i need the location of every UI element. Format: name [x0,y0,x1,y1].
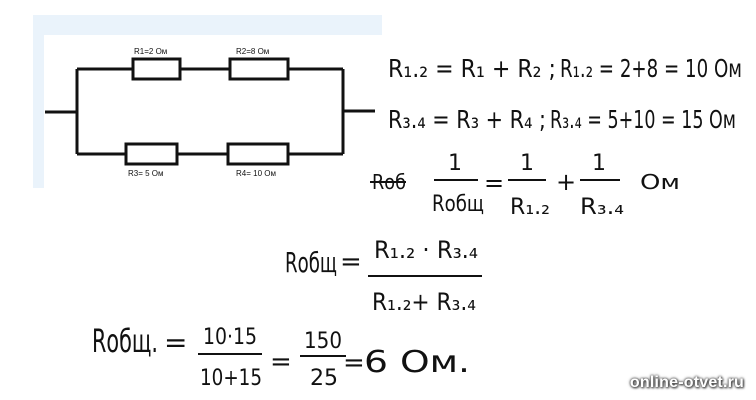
eq3-left-num: 1 [448,151,462,176]
eq3-left-den: Rобщ [432,192,484,217]
resistor-r4 [226,142,290,166]
eq4-eq: = [340,247,362,277]
circuit-panel [44,35,382,188]
eq3-plus: + [556,168,576,196]
r3-label: R3= 5 Ом [128,169,164,178]
eq3-right-den: R₃.₄ [580,195,624,220]
eq5-frac1-den: 10+15 [200,366,262,391]
resistor-r1 [131,57,182,81]
eq5-eq3: = [343,348,365,378]
resistor-r2 [228,57,290,81]
eq4-lhs: Rобщ [285,246,337,279]
eq3-right-num: 1 [592,151,606,176]
circuit-diagram [45,57,375,166]
resistor-r3 [124,142,179,166]
r4-label: R4= 10 Ом [236,169,276,178]
eq5-result: 6 Ом. [364,345,470,380]
eq3-mid-den: R₁.₂ [510,195,550,220]
eq2-lhs: R₃.₄ = R₃ + R₄ ; [388,105,546,134]
eq1-lhs: R₁.₂ = R₁ + R₂ ; [388,54,556,83]
eq5-eq2: = [270,347,292,377]
eq5-lhs: Rобщ. [92,322,158,360]
eq4-den: R₁.₂+ R₃.₄ [372,288,476,316]
eq3-mid-num: 1 [520,151,534,176]
watermark: online-otvet.ru [629,374,744,391]
eq5-frac2-num: 150 [304,329,342,354]
r1-label: R1=2 Ом [134,47,167,56]
eq5-eq1: = [164,326,187,359]
eq5-frac2-den: 25 [310,366,338,391]
eq3-suffix: Ом [640,170,680,194]
eq2-rhs: R₃.₄ = 5+10 = 15 Ом [550,105,736,134]
eq3-eq: = [484,169,504,197]
eq1-rhs: R₁.₂ = 2+8 = 10 Ом [560,54,742,83]
eq4-num: R₁.₂ · R₃.₄ [374,236,478,264]
eq5-frac1-num: 10·15 [203,325,257,350]
r2-label: R2=8 Ом [236,47,269,56]
